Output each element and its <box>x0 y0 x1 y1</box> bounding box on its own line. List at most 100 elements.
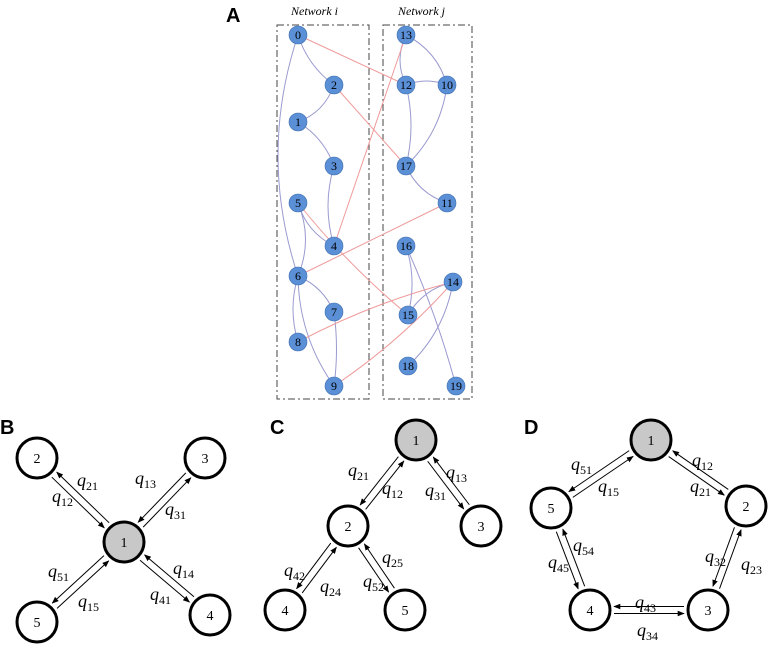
state-node-label: 4 <box>207 609 214 624</box>
state-node: 1 <box>629 418 673 462</box>
state-node-label: 3 <box>705 604 712 619</box>
rate-label: q54 <box>573 535 594 558</box>
state-node-circle <box>102 520 146 564</box>
transition-arrow <box>51 476 105 529</box>
rate-label: q52 <box>363 571 384 594</box>
intra-edge <box>292 275 299 343</box>
state-node-circle <box>183 436 227 480</box>
network-j-node: 14 <box>443 272 463 292</box>
node-label: 5 <box>295 196 301 210</box>
rate-label: q31 <box>165 499 186 522</box>
network-i-node: 1 <box>288 112 308 132</box>
transition-arrow <box>137 472 187 523</box>
network-i-node: 5 <box>288 193 308 213</box>
network-j-node: 10 <box>437 75 457 95</box>
inter-edge <box>297 202 409 316</box>
state-node-label: 5 <box>548 502 555 517</box>
node-circle <box>396 156 416 176</box>
node-label: 16 <box>400 239 412 253</box>
rate-label: q13 <box>135 468 156 491</box>
transition-arrow <box>572 455 634 498</box>
node-label: 10 <box>441 78 453 92</box>
rate-label: q13 <box>446 462 467 485</box>
panel-label-a: A <box>226 5 240 27</box>
network-j-node: 15 <box>398 305 418 325</box>
node-circle <box>398 305 418 325</box>
rate-label: q12 <box>52 486 73 509</box>
node-circle <box>288 266 308 286</box>
intra-edge <box>405 84 448 167</box>
network-j-box <box>382 24 473 400</box>
transition-arrow <box>56 560 110 609</box>
state-node-label: 5 <box>34 616 41 631</box>
state-node: 5 <box>383 588 427 632</box>
state-node: 2 <box>326 504 370 548</box>
node-label: 8 <box>295 335 301 349</box>
node-label: 17 <box>400 159 412 173</box>
node-label: 12 <box>400 78 412 92</box>
state-node-circle <box>629 418 673 462</box>
network-i-node: 6 <box>288 266 308 286</box>
node-circle <box>324 236 344 256</box>
intra-edge <box>405 245 457 387</box>
network-i-node: 4 <box>324 236 344 256</box>
node-label: 1 <box>295 115 301 129</box>
node-circle <box>396 236 416 256</box>
inter-edge <box>333 281 454 387</box>
transition-arrow <box>562 528 586 587</box>
node-circle <box>398 356 418 376</box>
state-node-circle <box>263 588 307 632</box>
rate-label: q21 <box>690 476 711 499</box>
inter-edge <box>333 34 407 247</box>
state-node-circle <box>394 418 438 462</box>
state-node: 1 <box>102 520 146 564</box>
node-label: 19 <box>450 379 462 393</box>
state-node: 5 <box>15 600 59 644</box>
rate-label: q45 <box>548 552 569 575</box>
rate-label: q21 <box>348 460 369 483</box>
rate-label: q41 <box>150 584 171 607</box>
node-circle <box>324 376 344 396</box>
state-node-label: 1 <box>648 434 655 449</box>
node-label: 7 <box>331 305 337 319</box>
intra-edge <box>327 165 335 247</box>
network-i-node: 3 <box>324 156 344 176</box>
state-node-label: 2 <box>34 452 41 467</box>
node-circle <box>288 112 308 132</box>
rate-label: q23 <box>741 554 762 577</box>
state-node: 5 <box>529 486 573 530</box>
transition-arrow <box>142 477 192 528</box>
node-label: 18 <box>402 359 414 373</box>
state-node: 4 <box>188 593 232 637</box>
node-circle <box>396 25 416 45</box>
network-i-node: 8 <box>288 332 308 352</box>
state-node-circle <box>459 504 503 548</box>
intra-edge <box>407 281 454 367</box>
intra-edge <box>297 202 306 277</box>
panel-a-edges <box>277 34 457 387</box>
state-node: 4 <box>568 588 612 632</box>
transition-arrow <box>719 529 742 589</box>
network-j-node: 13 <box>396 25 416 45</box>
node-label: 6 <box>295 269 301 283</box>
network-i-node: 0 <box>288 25 308 45</box>
state-node-circle <box>724 484 768 528</box>
rate-label: q24 <box>320 576 341 599</box>
transition-arrow <box>301 546 337 594</box>
transition-arrow <box>56 471 110 524</box>
transition-arrow <box>358 547 390 593</box>
network-i-label: Network i <box>290 4 338 18</box>
rate-label: q51 <box>571 454 592 477</box>
node-circle <box>396 75 416 95</box>
intra-edge <box>297 275 335 387</box>
transition-arrow <box>668 456 725 496</box>
state-node: 3 <box>183 436 227 480</box>
transition-arrow <box>365 460 405 510</box>
rate-label: q12 <box>692 450 713 473</box>
node-label: 4 <box>331 239 337 253</box>
state-node-circle <box>15 600 59 644</box>
state-node-label: 3 <box>202 452 209 467</box>
